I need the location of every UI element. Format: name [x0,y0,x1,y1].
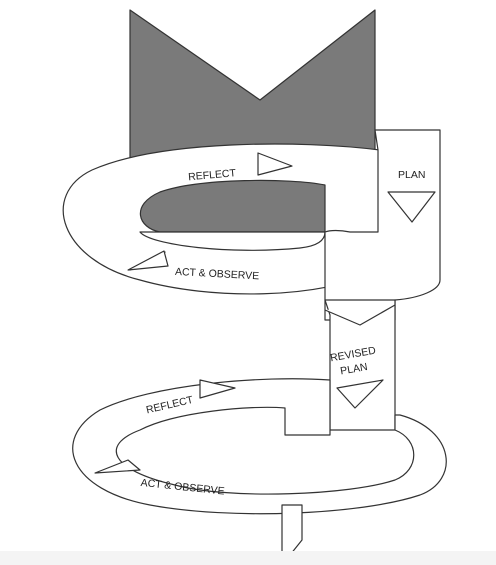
footer-band [0,551,496,565]
bottom-tail [281,504,303,556]
arrow-reflect-bottom [199,379,236,399]
bottom-loop-outer [72,378,447,515]
top-loop-inner-white [139,231,326,251]
revised-plan-band [324,299,396,431]
arrow-act-observe-top-fill [127,250,169,271]
top-loop-inner-shade [139,179,326,233]
plan-riser [324,129,441,321]
arrow-reflect-top [257,152,293,176]
label-act-observe-top: ACT & OBSERVE [175,266,260,282]
label-reflect-top: REFLECT [188,167,237,183]
arrow-plan [387,191,436,223]
arrow-act-observe-bottom [94,459,141,474]
entry-band [129,9,376,161]
arrow-revised-plan [336,379,384,409]
label-revised-plan-line2: PLAN [339,361,368,378]
revised-plan-notch [324,304,396,326]
label-plan: PLAN [398,169,425,181]
